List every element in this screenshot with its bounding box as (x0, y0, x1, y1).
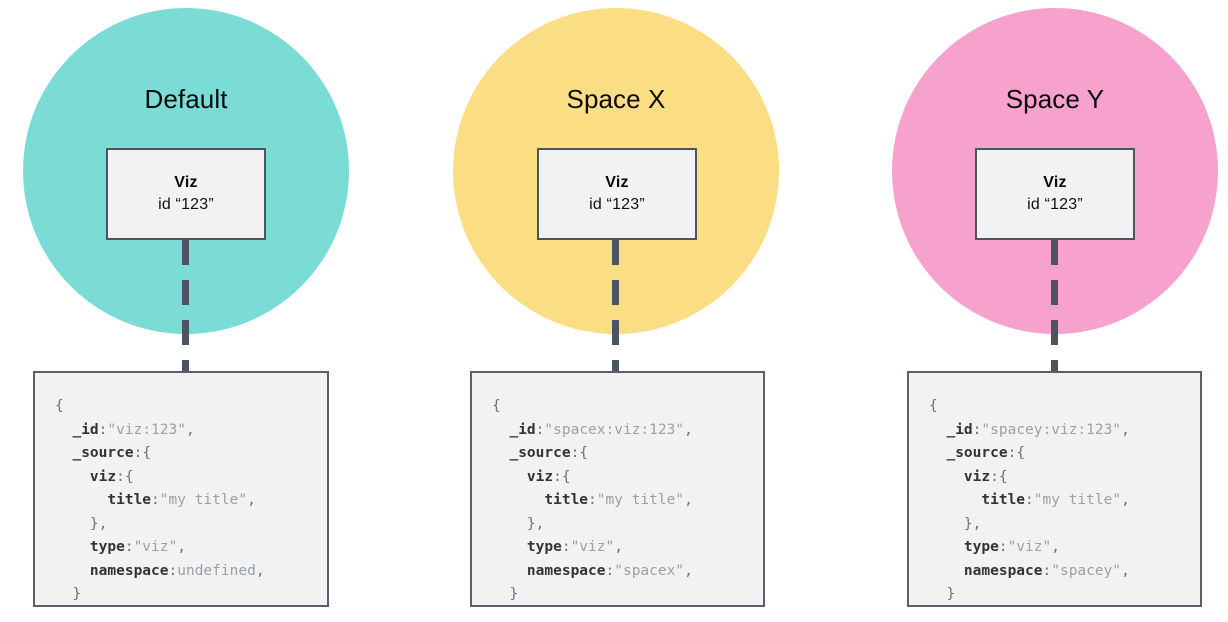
viz-node-title: Viz (605, 174, 629, 191)
viz-node-space-x[interactable]: Viz id “123” (537, 148, 697, 240)
document-code-space-y: { _id:"spacey:viz:123", _source:{ viz:{ … (929, 398, 1130, 602)
document-box-space-x: { _id:"spacex:viz:123", _source:{ viz:{ … (470, 371, 765, 607)
viz-node-subtitle: id “123” (1027, 196, 1083, 213)
document-code-space-x: { _id:"spacex:viz:123", _source:{ viz:{ … (492, 398, 693, 602)
space-column-space-x: Space X Viz id “123” { _id:"spacex:viz:1… (430, 0, 802, 622)
space-column-space-y: Space Y Viz id “123” { _id:"spacey:viz:1… (868, 0, 1228, 622)
viz-node-subtitle: id “123” (158, 196, 214, 213)
viz-node-subtitle: id “123” (589, 196, 645, 213)
viz-node-title: Viz (1043, 174, 1067, 191)
viz-node-space-y[interactable]: Viz id “123” (975, 148, 1135, 240)
dashed-connector-space-x (612, 240, 619, 371)
space-circle-label: Space Y (1005, 84, 1105, 114)
space-circle-label: Default (144, 84, 228, 114)
document-box-space-y: { _id:"spacey:viz:123", _source:{ viz:{ … (907, 371, 1202, 607)
document-box-default: { _id:"viz:123", _source:{ viz:{ title:"… (33, 371, 329, 607)
viz-node-default[interactable]: Viz id “123” (106, 148, 266, 240)
dashed-connector-default (182, 240, 189, 371)
document-code-default: { _id:"viz:123", _source:{ viz:{ title:"… (55, 398, 265, 602)
dashed-connector-space-y (1051, 240, 1058, 371)
space-circle-label: Space X (566, 84, 666, 114)
space-column-default: Default Viz id “123” { _id:"viz:123", _s… (0, 0, 372, 622)
viz-node-title: Viz (174, 174, 198, 191)
